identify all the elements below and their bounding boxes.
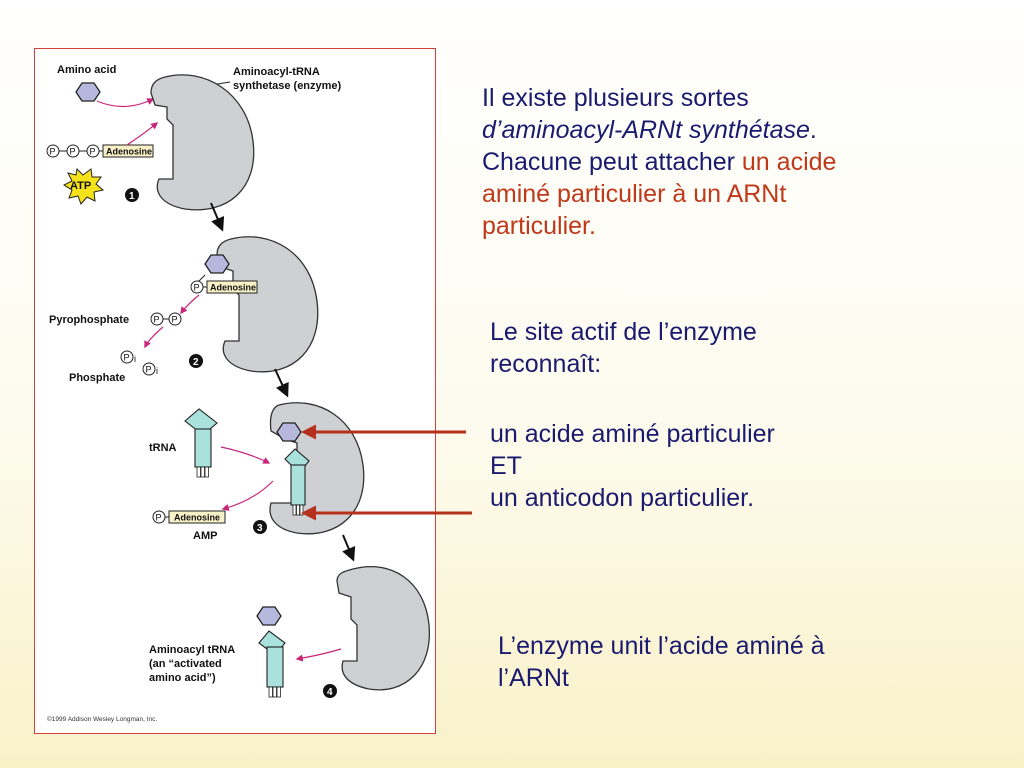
svg-text:P: P: [124, 353, 130, 363]
paragraph-intro: Il existe plusieurs sortes d’aminoacyl-A…: [482, 82, 1002, 242]
phosphate-ions: P i P i: [120, 350, 158, 376]
arrow-trna-to-enzyme: [220, 446, 271, 464]
step-2-number: 2: [193, 357, 199, 368]
arrow-release-aminoacyl-trna: [295, 648, 342, 662]
amino-acid-icon: [75, 82, 101, 102]
active-site-line-2: reconnaît:: [490, 350, 602, 378]
svg-text:P: P: [172, 315, 178, 325]
conclusion-line-2: l’ARNt: [498, 664, 569, 692]
label-trna: tRNA: [149, 442, 177, 454]
paragraph-active-site: Le site actif de l’enzyme reconnaît:: [490, 316, 990, 380]
step-1-number: 1: [129, 191, 135, 202]
intro-line-2: d’aminoacyl-ARNt synthétase.: [482, 116, 817, 144]
label-phosphate: Phosphate: [69, 372, 125, 384]
arrow-release-pyrophosphate: [180, 294, 200, 315]
label-aminoacyl-line1: Aminoacyl tRNA: [149, 644, 235, 656]
intro-line-1: Il existe plusieurs sortes: [482, 84, 749, 112]
flow-arrow-1: [210, 202, 225, 232]
svg-text:P: P: [194, 283, 200, 293]
synthetase-figure: Amino acid Aminoacyl-tRNA synthetase (en…: [34, 48, 436, 734]
pyrophosphate-group: P P: [150, 312, 182, 326]
paragraph-recognition: un acide aminé particulier ET un anticod…: [490, 418, 990, 514]
flow-arrow-2: [274, 368, 289, 398]
label-aminoacyl-line3: amino acid”): [149, 672, 216, 684]
recognition-line-2: ET: [490, 452, 522, 480]
paragraph-conclusion: L’enzyme unit l’acide aminé à l’ARNt: [498, 630, 998, 694]
label-amino-acid: Amino acid: [57, 64, 116, 76]
enzyme-shape-1: [150, 74, 255, 211]
aminoacyl-amp-group: P Adenosine: [190, 274, 258, 294]
enzyme-shape-4: [336, 565, 430, 691]
svg-text:Adenosine: Adenosine: [174, 513, 220, 523]
svg-text:Adenosine: Adenosine: [106, 147, 152, 157]
recognition-line-1: un acide aminé particulier: [490, 420, 775, 448]
atp-triphosphate-chain: P P P Adenosine: [46, 144, 154, 158]
active-site-line-1: Le site actif de l’enzyme: [490, 318, 757, 346]
step-1-badge: [125, 188, 139, 202]
conclusion-line-1: L’enzyme unit l’acide aminé à: [498, 632, 825, 660]
flow-arrow-3: [342, 534, 356, 562]
svg-text:P: P: [156, 513, 162, 523]
label-aminoacyl-line2: (an “activated: [149, 658, 222, 670]
step-2-badge: [189, 354, 203, 368]
arrow-to-phosphate: [144, 326, 164, 349]
svg-text:P: P: [146, 365, 152, 375]
intro-enzyme-name: d’aminoacyl-ARNt synthétase: [482, 116, 810, 144]
arrow-amino-to-enzyme-1: [96, 98, 155, 108]
label-pyrophosphate: Pyrophosphate: [49, 314, 129, 326]
label-enzyme-line2: synthetase (enzyme): [233, 80, 342, 92]
svg-text:i: i: [134, 354, 136, 364]
amino-acid-bound-2: [204, 254, 230, 274]
svg-text:P: P: [90, 147, 96, 157]
arrow-release-amp: [221, 480, 274, 511]
step-4-badge: [323, 684, 337, 698]
intro-line-5: particulier.: [482, 212, 596, 240]
intro-line-3: Chacune peut attacher un acide: [482, 148, 837, 176]
aminoacyl-trna-icon: [256, 606, 286, 698]
amino-acid-bound-3: [276, 422, 302, 442]
svg-text:P: P: [50, 147, 56, 157]
step-3-badge: [253, 520, 267, 534]
svg-text:P: P: [70, 147, 76, 157]
free-trna-icon: [184, 408, 218, 478]
atp-burst-icon: [62, 167, 105, 205]
svg-text:P: P: [154, 315, 160, 325]
label-atp: ATP: [70, 180, 91, 192]
label-enzyme-line1: Aminoacyl-tRNA: [233, 66, 320, 78]
svg-text:Adenosine: Adenosine: [210, 283, 256, 293]
arrow-atp-to-enzyme: [126, 122, 159, 146]
recognition-line-3: un anticodon particulier.: [490, 484, 755, 512]
step-4-number: 4: [327, 687, 333, 698]
label-amp: AMP: [193, 530, 217, 542]
step-3-number: 3: [257, 523, 263, 534]
copyright-text: ©1999 Addison Wesley Longman, Inc.: [47, 715, 157, 723]
svg-text:i: i: [156, 366, 158, 376]
intro-line-4: aminé particulier à un ARNt: [482, 180, 787, 208]
amp-group: P Adenosine: [152, 510, 226, 524]
